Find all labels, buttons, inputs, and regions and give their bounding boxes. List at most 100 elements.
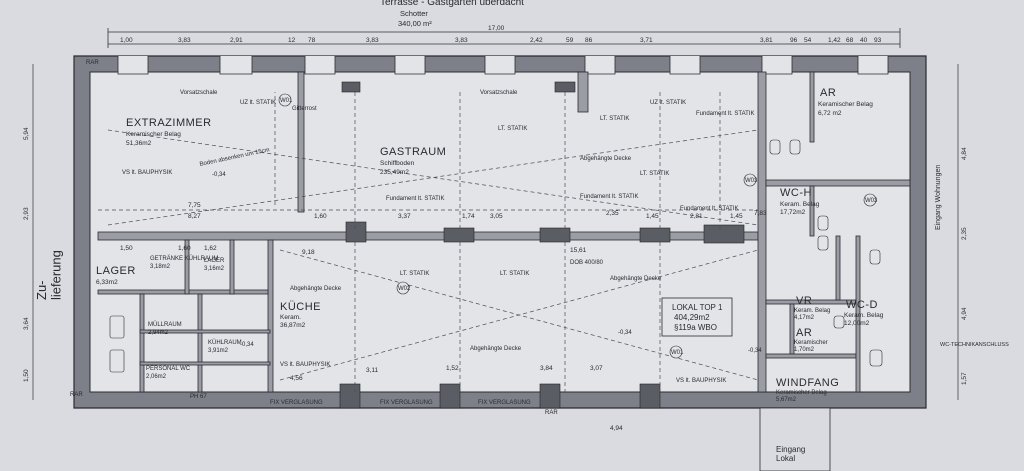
svg-text:WINDFANG: WINDFANG — [776, 377, 839, 389]
svg-text:1,57: 1,57 — [961, 372, 968, 385]
svg-text:§119a WBO: §119a WBO — [674, 323, 717, 332]
svg-text:Schotter: Schotter — [400, 9, 428, 18]
wall-dim-label: 1,45 — [646, 213, 659, 220]
svg-text:WC-D: WC-D — [846, 299, 878, 311]
svg-text:UZ lt. STATIK: UZ lt. STATIK — [240, 100, 276, 106]
wall-dim-label: 1,60 — [314, 213, 327, 220]
wall-dim-label: 1,50 — [120, 245, 133, 252]
svg-text:Keram. Belag: Keram. Belag — [844, 312, 884, 319]
room-gastraum: GASTRAUM Schiffboden 235,49m2 — [380, 146, 446, 176]
svg-text:FIX VERGLASUNG: FIX VERGLASUNG — [478, 400, 531, 406]
svg-text:EXTRAZIMMER: EXTRAZIMMER — [126, 117, 212, 129]
svg-text:51,36m2: 51,36m2 — [126, 140, 152, 147]
svg-text:Eingang Wohnungen: Eingang Wohnungen — [935, 165, 942, 230]
room-extrazimmer: EXTRAZIMMER Keramischer Belag 51,36m2 — [126, 117, 212, 147]
svg-text:Keram. Belag: Keram. Belag — [780, 201, 820, 208]
svg-text:4,84: 4,84 — [961, 147, 968, 160]
top-dim-label: 96 — [790, 37, 798, 44]
svg-text:2,93: 2,93 — [23, 207, 30, 220]
svg-text:Abgehängte Decke: Abgehängte Decke — [470, 346, 522, 352]
wall-dim-label: 7,75 — [188, 202, 201, 209]
top-dim-label: 68 — [846, 37, 854, 44]
wall-dim-label: 4,94 — [610, 425, 623, 432]
svg-text:UZ lt. STATIK: UZ lt. STATIK — [650, 100, 686, 106]
wall-dim-label: 1,74 — [462, 213, 475, 220]
svg-text:LT. STATIK: LT. STATIK — [498, 126, 527, 132]
svg-text:W03: W03 — [745, 178, 758, 184]
room-wc-h: WC-H Keram. Belag 17,72m2 — [780, 187, 820, 216]
svg-text:2,94m2: 2,94m2 — [148, 330, 169, 336]
room-windfang: WINDFANG Keramischer Belag 5,67m2 — [776, 377, 839, 403]
top-dim-label: 2,42 — [530, 37, 543, 44]
svg-text:W01: W01 — [671, 350, 684, 356]
svg-text:6,33m2: 6,33m2 — [96, 279, 118, 286]
svg-text:Vorsatzschale: Vorsatzschale — [480, 90, 518, 96]
svg-text:-0,34: -0,34 — [618, 330, 632, 336]
room-ar-top: AR Keramischer Belag 6,72 m2 — [818, 87, 873, 117]
svg-text:340,00 m²: 340,00 m² — [398, 19, 432, 28]
svg-text:Zu-lieferung: Zu-lieferung — [34, 250, 63, 300]
right-labels: Eingang Wohnungen 4,84 2,35 4,94 1,57 WC… — [935, 64, 1009, 400]
wall-dim-label: 8,27 — [188, 213, 201, 220]
sanitary-fixtures — [109, 139, 883, 373]
svg-text:VR: VR — [796, 295, 812, 307]
svg-text:Keramischer Belag: Keramischer Belag — [126, 131, 181, 138]
svg-text:KÜCHE: KÜCHE — [280, 301, 321, 313]
svg-text:Keram. Belag: Keram. Belag — [794, 308, 830, 314]
svg-text:-0,34: -0,34 — [212, 172, 226, 178]
svg-text:PH 67: PH 67 — [190, 394, 207, 400]
top-dim-label: 12 — [288, 37, 296, 44]
top-dim-label: 59 — [566, 37, 574, 44]
top-dim-label: 1,00 — [120, 37, 133, 44]
top-dim-label: 3,83 — [455, 37, 468, 44]
svg-text:-0,34: -0,34 — [748, 348, 762, 354]
wall-dim-label: 3,11 — [366, 367, 379, 374]
wall-dim-label: 2,35 — [606, 210, 619, 217]
top-dim-label: 1,42 — [828, 37, 841, 44]
svg-text:1,70m2: 1,70m2 — [794, 347, 815, 353]
wall-dim-label: 1,60 — [178, 245, 191, 252]
svg-text:Keram.: Keram. — [280, 314, 301, 321]
svg-text:LT. STATIK: LT. STATIK — [500, 271, 529, 277]
top-dimension-lines — [107, 28, 901, 48]
wall-dim-label: 3,05 — [490, 213, 503, 220]
top-dim-label: 3,83 — [178, 37, 191, 44]
svg-text:LAGER: LAGER — [204, 258, 225, 264]
svg-text:Fundament lt. STATIK: Fundament lt. STATIK — [680, 206, 738, 212]
svg-text:FIX VERGLASUNG: FIX VERGLASUNG — [270, 400, 323, 406]
top-dim-label: 3,81 — [760, 37, 773, 44]
svg-text:LT. STATIK: LT. STATIK — [600, 116, 629, 122]
svg-text:2,06m2: 2,06m2 — [146, 374, 167, 380]
svg-text:-0,34: -0,34 — [240, 342, 254, 348]
interior-walls — [97, 71, 911, 393]
wall-dim-label: 2,81 — [690, 213, 703, 220]
svg-text:Keramischer Belag: Keramischer Belag — [776, 390, 827, 396]
svg-text:W02: W02 — [398, 286, 411, 292]
svg-text:36,87m2: 36,87m2 — [280, 322, 306, 329]
svg-text:GETRÄNKE KÜHLRAUM: GETRÄNKE KÜHLRAUM — [150, 255, 218, 262]
wall-dim-label: 3,37 — [398, 213, 411, 220]
room-kuehlraum: GETRÄNKE KÜHLRAUM 3,18m2 — [150, 255, 218, 270]
svg-text:VS lt. BAUPHYSIK: VS lt. BAUPHYSIK — [122, 170, 172, 176]
wall-dim-label: 7,83 — [754, 210, 767, 217]
svg-text:Fundament lt. STATIK: Fundament lt. STATIK — [386, 196, 444, 202]
svg-text:Gitterrost: Gitterrost — [292, 106, 317, 112]
svg-text:MÜLLRAUM: MÜLLRAUM — [148, 321, 182, 328]
svg-text:RAR: RAR — [70, 392, 83, 398]
svg-text:W01: W01 — [280, 98, 293, 104]
svg-text:12,00m2: 12,00m2 — [844, 320, 870, 327]
svg-text:Fundament lt. STATIK: Fundament lt. STATIK — [696, 111, 754, 117]
svg-text:235,49m2: 235,49m2 — [380, 169, 409, 176]
svg-text:Keramischer Belag: Keramischer Belag — [818, 101, 873, 108]
svg-text:6,72 m2: 6,72 m2 — [818, 110, 842, 117]
lokal-info-box: LOKAL TOP 1 404,29m2 §119a WBO — [661, 297, 733, 337]
svg-text:W03: W03 — [865, 198, 878, 204]
top-dim-label: 78 — [308, 37, 316, 44]
svg-text:4,94: 4,94 — [961, 307, 968, 320]
overall-width: 17,00 — [488, 25, 505, 32]
svg-text:RAR: RAR — [86, 60, 99, 66]
svg-text:LT. STATIK: LT. STATIK — [400, 271, 429, 277]
svg-text:AR: AR — [820, 87, 836, 99]
